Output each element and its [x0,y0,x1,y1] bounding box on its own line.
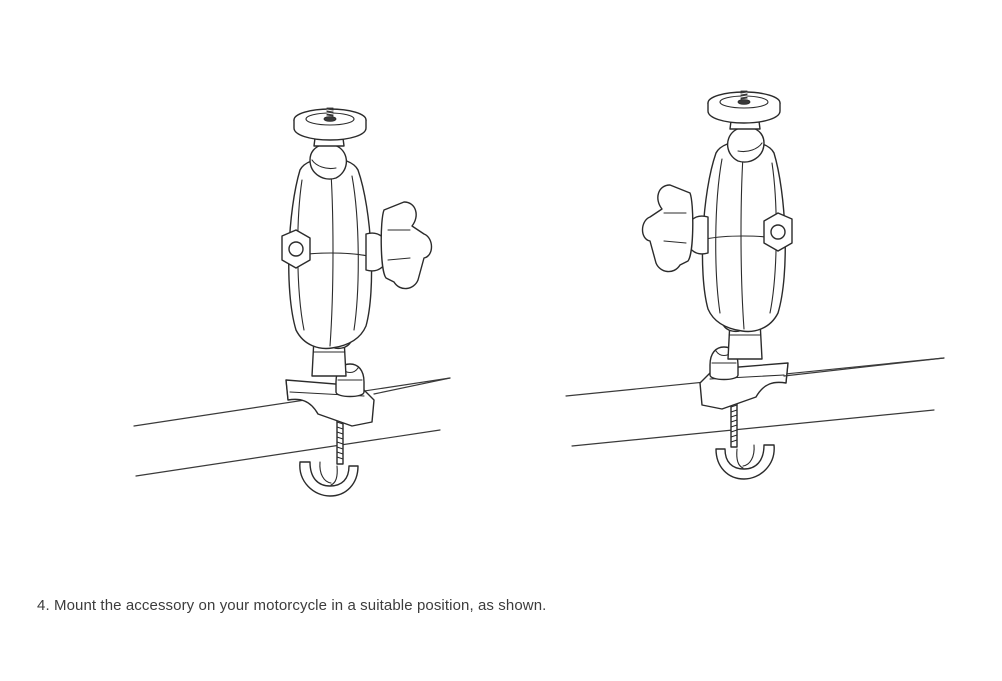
mounting-illustration [133,90,945,497]
handlebar-left-front [373,377,451,395]
handlebar-right-front [783,357,945,377]
mount-assembly-knob-left [641,90,793,480]
instruction-step-text: 4. Mount the accessory on your motorcycl… [37,597,547,614]
handlebar-left-view [133,377,451,477]
mount-assembly-knob-right [281,107,433,497]
